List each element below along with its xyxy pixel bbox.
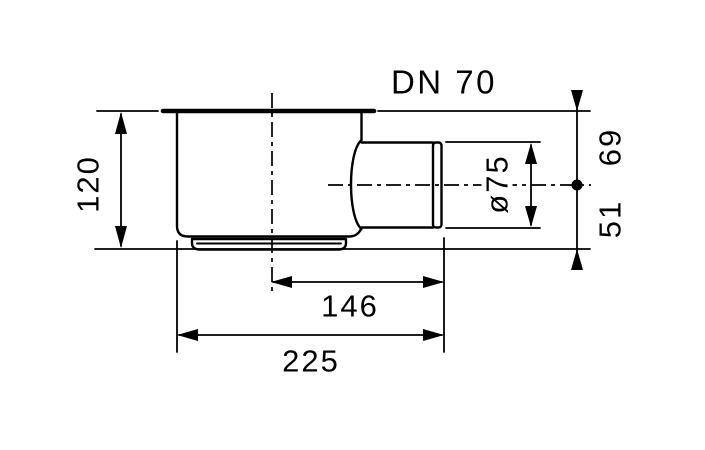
arrow-146-right xyxy=(423,276,444,288)
body-outline xyxy=(175,111,363,238)
arrow-75-down xyxy=(525,206,537,227)
part-outline xyxy=(160,108,443,251)
dimension-arrows xyxy=(115,90,583,341)
label-nominal-diameter: DN 70 xyxy=(390,63,498,101)
pipe-end-rim xyxy=(431,141,443,229)
arrow-225-right xyxy=(423,329,444,341)
label-overall-height: 120 xyxy=(70,155,106,213)
axis-reference-dot xyxy=(571,179,583,191)
label-pipe-axis-to-base: 51 xyxy=(592,199,628,239)
label-top-to-pipe-axis: 69 xyxy=(592,127,628,167)
arrow-75-up xyxy=(525,143,537,164)
outlet-socket-arc xyxy=(349,138,363,231)
arrow-69-down xyxy=(571,90,583,111)
arrow-120-down xyxy=(115,226,127,248)
label-pipe-diameter: ø75 xyxy=(480,150,515,218)
arrow-146-left xyxy=(271,276,292,288)
arrow-51-up xyxy=(571,249,583,270)
centerlines xyxy=(271,93,591,293)
arrow-225-left xyxy=(177,329,198,341)
label-axis-to-outlet-end: 146 xyxy=(321,288,379,324)
label-overall-length: 225 xyxy=(282,343,340,379)
arrow-120-up xyxy=(115,112,127,134)
dimension-lines xyxy=(94,91,591,353)
